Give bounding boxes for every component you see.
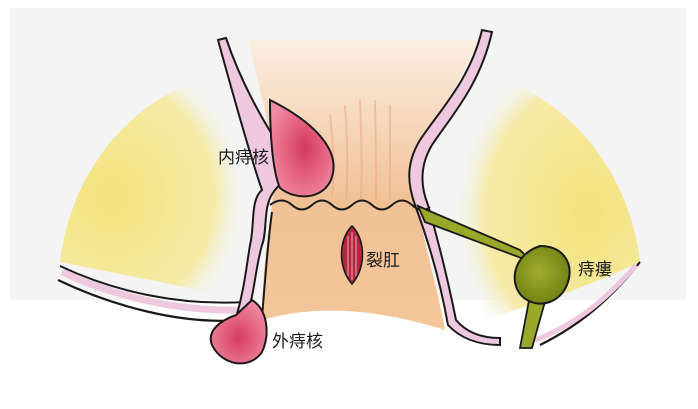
label-anal-fistula: 痔瘻 [578, 260, 612, 280]
label-internal-hemorrhoid: 内痔核 [218, 148, 269, 168]
label-anal-fissure: 裂肛 [366, 251, 400, 271]
label-external-hemorrhoid: 外痔核 [272, 332, 323, 352]
